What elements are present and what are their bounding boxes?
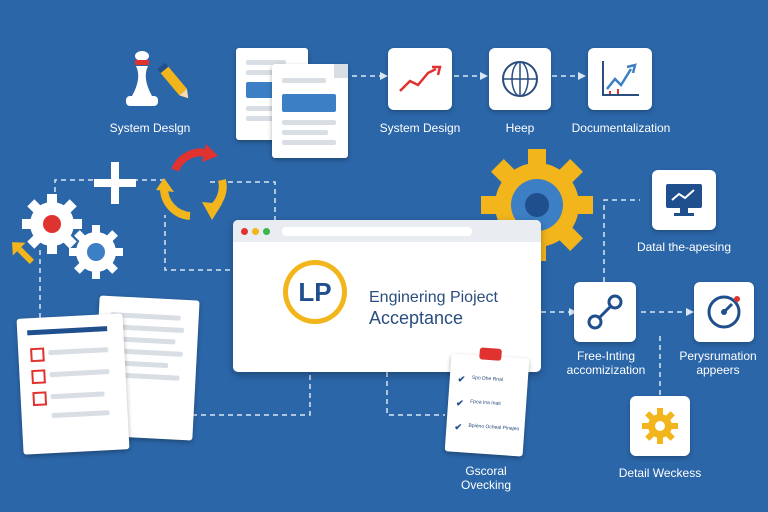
link-icon bbox=[587, 294, 623, 330]
chess-pawn-pen-icon bbox=[118, 48, 202, 114]
performance-label: Perysrumation appeers bbox=[668, 349, 768, 377]
refresh-cycle-icon bbox=[150, 140, 240, 228]
documentalization-label: Documentalization bbox=[571, 121, 671, 135]
gauge-icon bbox=[707, 295, 741, 329]
general-checking-label: Gscoral Ovecking bbox=[436, 464, 536, 492]
minimize-dot-icon[interactable] bbox=[252, 227, 259, 235]
system-design-mid-label: System Design bbox=[379, 121, 461, 135]
free-linking-label: Free-Inting accomizization bbox=[548, 349, 664, 377]
monitor-icon bbox=[666, 184, 702, 216]
gear-tile[interactable] bbox=[630, 396, 690, 456]
address-bar[interactable] bbox=[282, 226, 472, 236]
lp-logo: LP bbox=[283, 260, 347, 324]
link-tile[interactable] bbox=[574, 282, 636, 342]
heep-label: Heep bbox=[505, 121, 535, 135]
performance-line-1: Perysrumation bbox=[679, 349, 757, 363]
window-titlebar bbox=[233, 220, 541, 242]
gear-icon bbox=[642, 408, 678, 444]
close-dot-icon[interactable] bbox=[241, 227, 248, 235]
globe-tile[interactable] bbox=[489, 48, 551, 110]
lp-logo-text: LP bbox=[288, 265, 342, 319]
clipboard-item-2: Fpoa Ina Inait bbox=[469, 398, 501, 407]
general-line-1: Gscoral bbox=[465, 464, 507, 478]
globe-icon bbox=[502, 61, 538, 97]
main-window: LP Enginering Pioject Acceptance bbox=[233, 220, 541, 372]
trend-chart-tile[interactable] bbox=[388, 48, 452, 110]
data-processing-label: Datal the-apesing bbox=[636, 240, 732, 254]
checklist-icon bbox=[16, 294, 200, 460]
title-line-2: Acceptance bbox=[369, 308, 464, 328]
clipboard-icon: ✔ Spo Dhe Rnal ✔ Fpoa Ina Inait ✔ Bpieno… bbox=[444, 347, 530, 457]
maximize-dot-icon[interactable] bbox=[263, 227, 270, 235]
free-linking-line-2: accomizization bbox=[566, 363, 646, 377]
documents-icon bbox=[232, 46, 352, 158]
growth-chart-tile[interactable] bbox=[588, 48, 652, 110]
free-linking-line-1: Free-Inting bbox=[576, 349, 636, 363]
gears-icon bbox=[8, 192, 126, 284]
performance-line-2: appeers bbox=[696, 363, 740, 377]
monitor-tile[interactable] bbox=[652, 170, 716, 230]
general-line-2: Ovecking bbox=[460, 478, 512, 492]
growth-chart-icon bbox=[602, 61, 639, 96]
plus-icon bbox=[92, 160, 138, 206]
clipboard-item-1: Spo Dhe Rnal bbox=[471, 374, 504, 384]
page-title: Enginering Pioject Acceptance bbox=[369, 288, 498, 328]
system-design-left-label: System Deslgn bbox=[109, 121, 191, 135]
gauge-tile[interactable] bbox=[694, 282, 754, 342]
trend-chart-icon bbox=[399, 65, 442, 92]
clipboard-item-3: Bpieno Ocheal Pinajeo bbox=[468, 422, 520, 433]
title-line-1: Enginering Pioject bbox=[369, 289, 498, 306]
detail-weekness-label: Detail Weckess bbox=[618, 466, 702, 480]
